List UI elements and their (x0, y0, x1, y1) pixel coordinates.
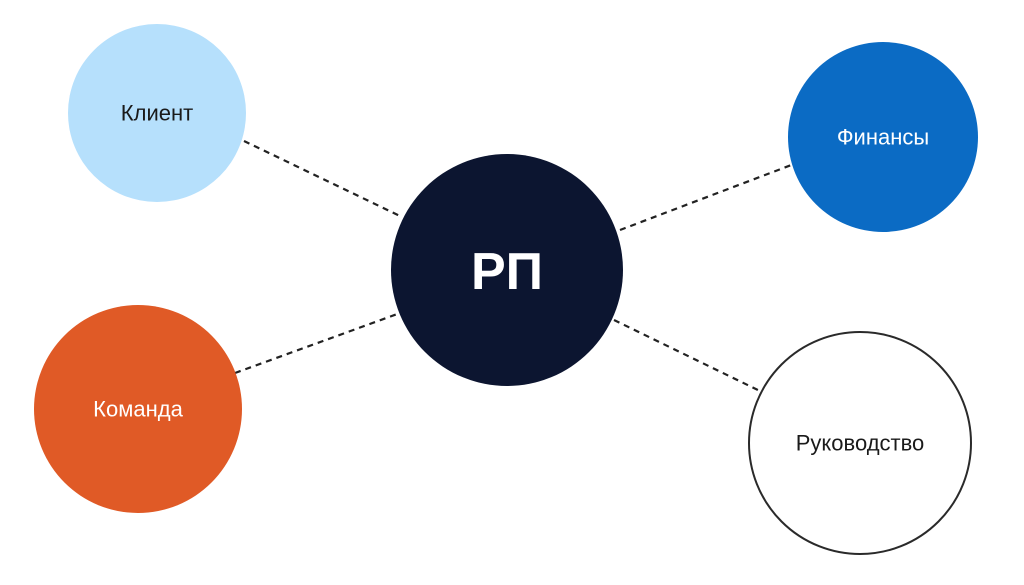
connectors (234, 140, 795, 393)
node-team: Команда (34, 305, 242, 513)
node-team-label: Команда (93, 397, 183, 422)
connector-team (234, 311, 401, 375)
node-management: Руководство (748, 331, 972, 555)
node-center-circle (391, 154, 623, 386)
node-client-circle (68, 24, 246, 202)
connector-client (243, 140, 401, 217)
node-client-label: Клиент (121, 101, 193, 126)
connector-management (613, 319, 763, 393)
node-center: РП (391, 154, 623, 386)
node-finance: Финансы (788, 42, 978, 232)
node-management-circle (748, 331, 972, 555)
node-client: Клиент (68, 24, 246, 202)
node-management-label: Руководство (796, 431, 925, 456)
node-finance-label: Финансы (837, 125, 929, 150)
node-finance-circle (788, 42, 978, 232)
node-center-label: РП (471, 243, 543, 301)
connector-finance (619, 162, 795, 232)
node-team-circle (34, 305, 242, 513)
